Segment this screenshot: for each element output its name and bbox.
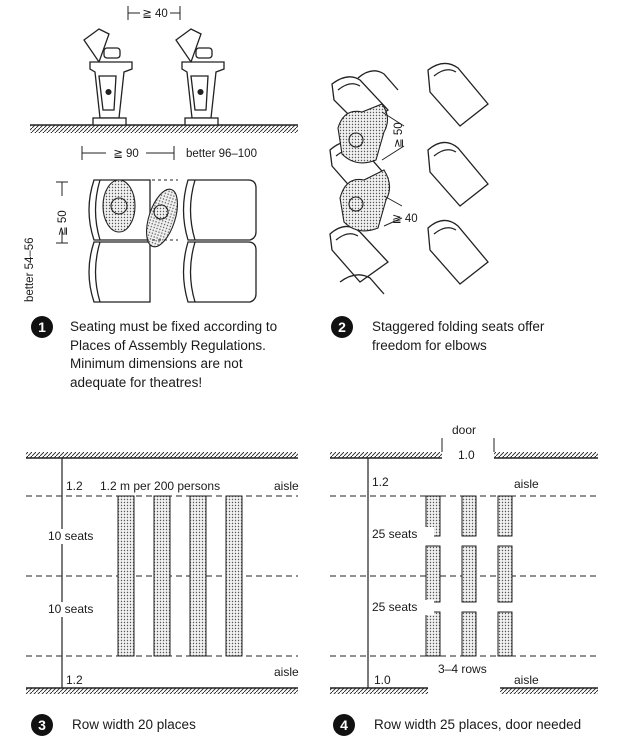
figure-caption-1: Seating must be fixed according to Place… — [70, 319, 278, 390]
folding-seat — [427, 141, 489, 207]
folding-seat — [329, 225, 389, 283]
seat-block — [461, 611, 477, 657]
aisle-top-label: aisle — [274, 479, 299, 493]
seat-block — [425, 611, 441, 657]
figure-number-3: 3 — [31, 714, 53, 736]
seats-label-1: 10 seats — [48, 529, 93, 543]
fig2-staggered-seats: ≧ 50 ≧ 40 — [329, 62, 489, 295]
floor-hatch — [30, 125, 298, 133]
seat-blocks — [117, 495, 243, 657]
dim-a-label: ≧ 50 — [393, 122, 405, 148]
folding-seat — [427, 219, 489, 285]
dim-row-better-label: better 96–100 — [186, 148, 257, 160]
seat-block — [225, 495, 243, 657]
seats-label-1: 25 seats — [372, 527, 417, 541]
wall-bottom — [26, 688, 298, 694]
seat-plan — [88, 241, 151, 303]
dim-row-label: ≧ 90 — [113, 148, 139, 160]
figure-caption-2: Staggered folding seats offer freedom fo… — [372, 319, 545, 353]
theatre-seat-side — [83, 28, 133, 126]
figure-caption-3: Row width 20 places — [72, 717, 196, 732]
wall-bottom-right — [500, 688, 598, 694]
seat-block — [117, 495, 135, 657]
seat-block — [461, 495, 477, 537]
dimension-row — [81, 146, 175, 160]
seat-block — [153, 495, 171, 657]
dim-b-label: ≧ 40 — [392, 213, 418, 225]
seat-blocks — [425, 495, 513, 657]
wall-top-left — [330, 452, 442, 458]
figure-number-4: 4 — [333, 714, 355, 736]
figure-caption-4: Row width 25 places, door needed — [374, 717, 582, 732]
dimension-top — [127, 6, 181, 20]
seat-block — [189, 495, 207, 657]
aisle-bottom-label: aisle — [274, 665, 299, 679]
dim-top-label: ≧ 40 — [142, 8, 168, 20]
fig1-side-view: ≧ 40 ≧ 90 better 96–100 — [30, 6, 298, 160]
figure-number-2: 2 — [331, 316, 353, 338]
seat-block — [425, 545, 441, 603]
wall-bottom-left — [330, 688, 428, 694]
seat-block — [497, 611, 513, 657]
seat-column-right — [182, 179, 257, 303]
wall-top — [26, 452, 298, 458]
dim-side-label: ≧ 50 — [57, 210, 69, 236]
seat-block — [497, 495, 513, 537]
figure-number-1: 1 — [31, 316, 53, 338]
wall-top-right — [494, 452, 598, 458]
dimension-marks — [381, 111, 405, 227]
door-label: door — [452, 423, 476, 437]
rows-label: 3–4 rows — [438, 662, 487, 676]
seated-persons — [102, 179, 179, 248]
theatre-seat-side — [175, 28, 225, 126]
top-width-label: 1.2 — [66, 479, 83, 493]
top-width-label: 1.2 — [372, 475, 389, 489]
seat-plan — [182, 241, 257, 303]
seat-block — [461, 545, 477, 603]
seats-label-2: 10 seats — [48, 602, 93, 616]
seat-block — [497, 545, 513, 603]
seated-persons — [337, 103, 391, 232]
seats-label-2: 25 seats — [372, 600, 417, 614]
fig3-seating-plan: 1.2 1.2 m per 200 persons aisle 10 seats… — [26, 452, 299, 694]
door-width-label: 1.0 — [458, 448, 475, 462]
fig4-seating-plan: door 1.0 1.2 aisle 25 seats 25 seats 3–4… — [330, 423, 598, 694]
bottom-width-label: 1.0 — [374, 673, 391, 687]
dim-side-better-label: better 54–56 — [24, 237, 36, 302]
seat-plan — [182, 179, 257, 241]
rule-label: 1.2 m per 200 persons — [100, 479, 220, 493]
aisle-top-label: aisle — [514, 477, 539, 491]
door-opening — [441, 438, 495, 452]
aisle-bottom-label: aisle — [514, 673, 539, 687]
person-top-view — [339, 169, 391, 232]
fig1-plan-view: better 54–56 ≧ 50 — [24, 179, 257, 303]
dimension-side — [56, 181, 68, 244]
folding-seat — [427, 62, 489, 127]
person-top-view — [337, 103, 389, 164]
seat-column-right — [427, 62, 489, 285]
bottom-width-label: 1.2 — [66, 673, 83, 687]
